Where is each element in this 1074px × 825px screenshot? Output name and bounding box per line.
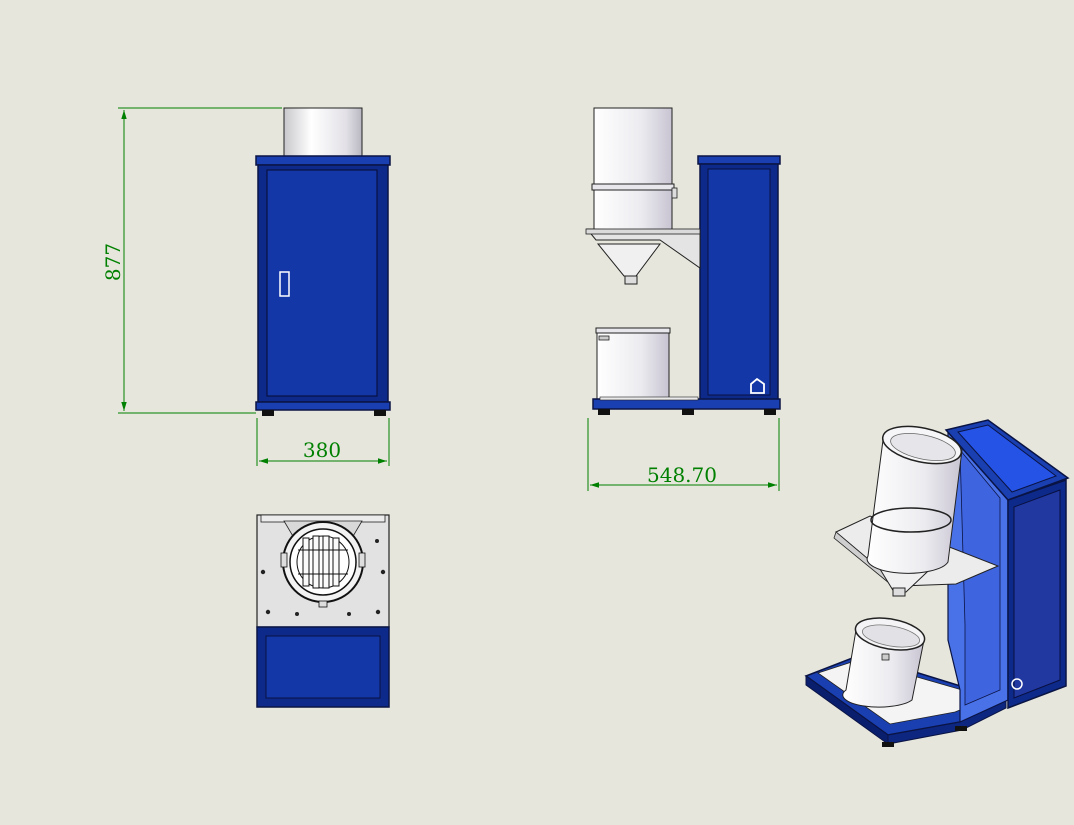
top-bolts — [260, 539, 386, 616]
funnel — [596, 243, 661, 277]
door-handle — [279, 271, 290, 297]
foot-right — [374, 410, 386, 416]
lower-bucket — [596, 329, 670, 401]
height-dimension — [118, 107, 282, 414]
cabinet-base — [255, 401, 391, 411]
side-foot-2 — [682, 409, 694, 415]
side-column-cap — [697, 155, 781, 165]
iso-column-top-panel — [957, 424, 1058, 493]
iso-foot-1 — [882, 742, 894, 747]
power-socket-icon — [750, 377, 765, 394]
depth-dimension — [587, 418, 780, 491]
isometric-view — [804, 419, 1070, 747]
width-dimension — [256, 418, 390, 466]
iso-column-front-panel — [1013, 489, 1061, 699]
iso-upper-cylinder-band — [870, 507, 952, 533]
cylinder-clamp — [671, 187, 678, 199]
side-base — [592, 398, 781, 410]
iso-power-socket-icon — [1011, 678, 1023, 690]
iso-upper-cylinder-body — [866, 439, 963, 574]
side-column-panel — [707, 168, 771, 396]
upper-cylinder-ring — [591, 183, 675, 191]
height-dimension-label: 877 — [101, 243, 125, 281]
iso-funnel-spout — [892, 587, 906, 597]
side-base-tray — [599, 396, 699, 401]
top-clamp-right — [358, 552, 366, 568]
top-spout — [318, 600, 328, 608]
iso-upper-cylinder-inner — [890, 433, 956, 461]
lower-bucket-handle — [598, 335, 610, 341]
iso-column-side-panel — [959, 448, 1001, 706]
top-grate — [298, 535, 348, 589]
funnel-spout — [624, 275, 638, 285]
side-foot-3 — [764, 409, 776, 415]
top-clamp-left — [280, 552, 288, 568]
shelf-edge — [585, 228, 701, 235]
side-view — [585, 107, 781, 415]
cabinet-top-cap — [255, 155, 391, 166]
front-view — [255, 107, 391, 416]
iso-foot-2 — [955, 726, 967, 731]
foot-left — [262, 410, 274, 416]
hopper-cylinder — [283, 107, 363, 159]
upper-cylinder — [593, 107, 673, 231]
top-blue-panel — [265, 635, 381, 699]
lower-bucket-rim — [595, 327, 671, 334]
iso-lower-bucket-inner — [861, 624, 921, 648]
width-dimension-label: 380 — [303, 438, 341, 462]
top-view — [256, 514, 390, 708]
depth-dimension-label: 548.70 — [647, 463, 717, 487]
iso-lower-bucket-handle — [881, 653, 890, 661]
side-foot-1 — [598, 409, 610, 415]
